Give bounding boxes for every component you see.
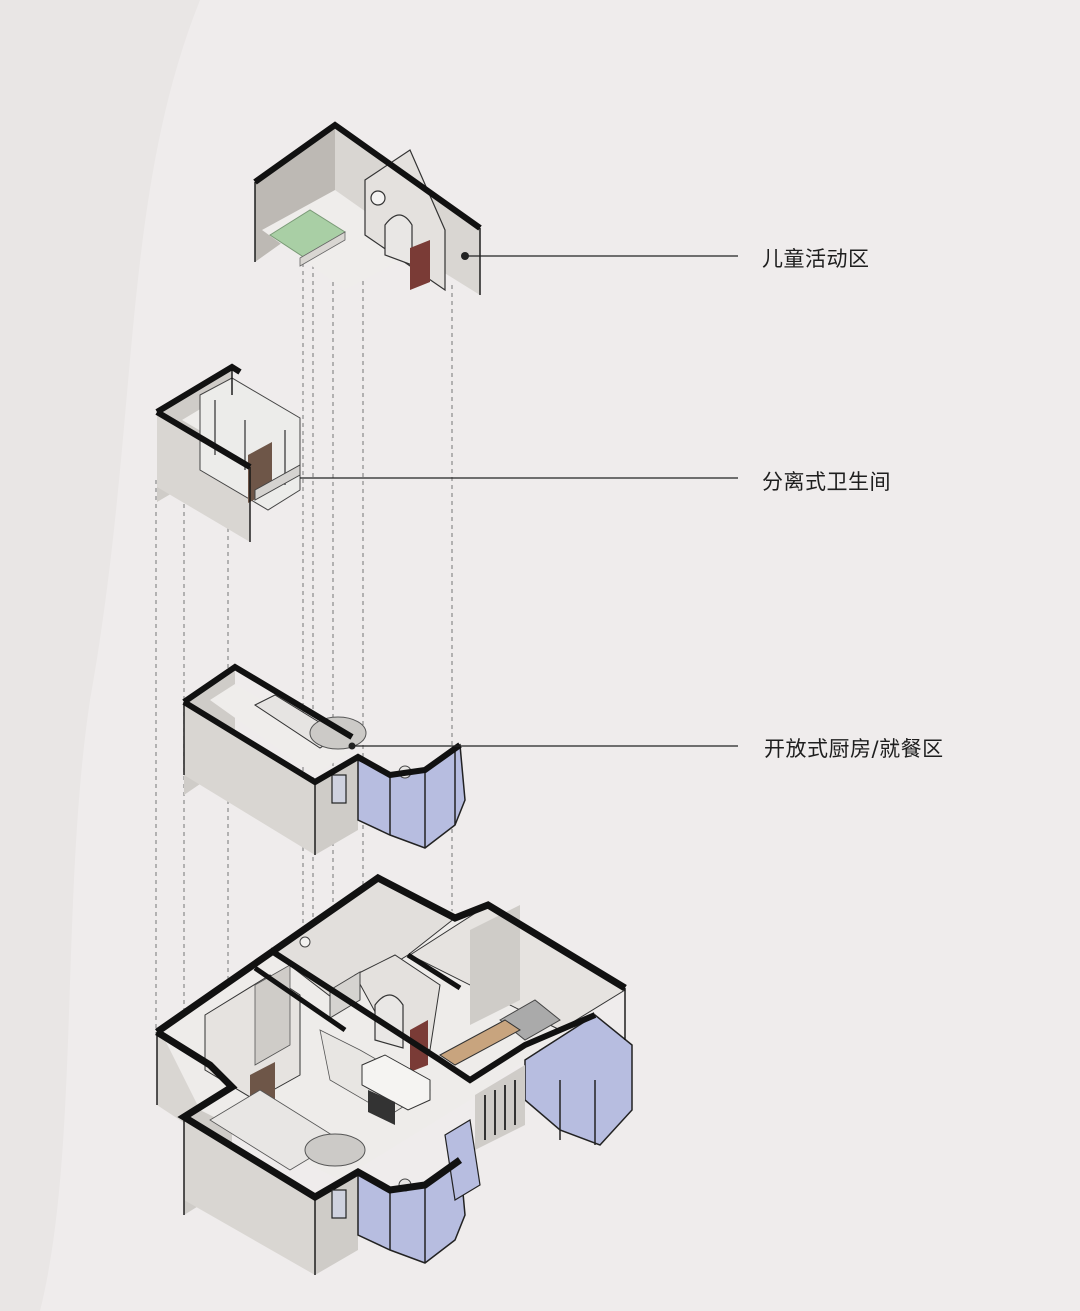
label-kitchen-dining: 开放式厨房/就餐区 [764, 737, 944, 761]
label-bathroom: 分离式卫生间 [762, 470, 891, 494]
kids-area-module [253, 121, 482, 295]
label-kids-area: 儿童活动区 [762, 247, 870, 271]
bathroom-module [155, 363, 301, 542]
kitchen-module [182, 663, 466, 855]
full-floor-module [154, 873, 633, 1275]
background-shade [0, 0, 200, 1311]
leader-lines [300, 255, 738, 747]
